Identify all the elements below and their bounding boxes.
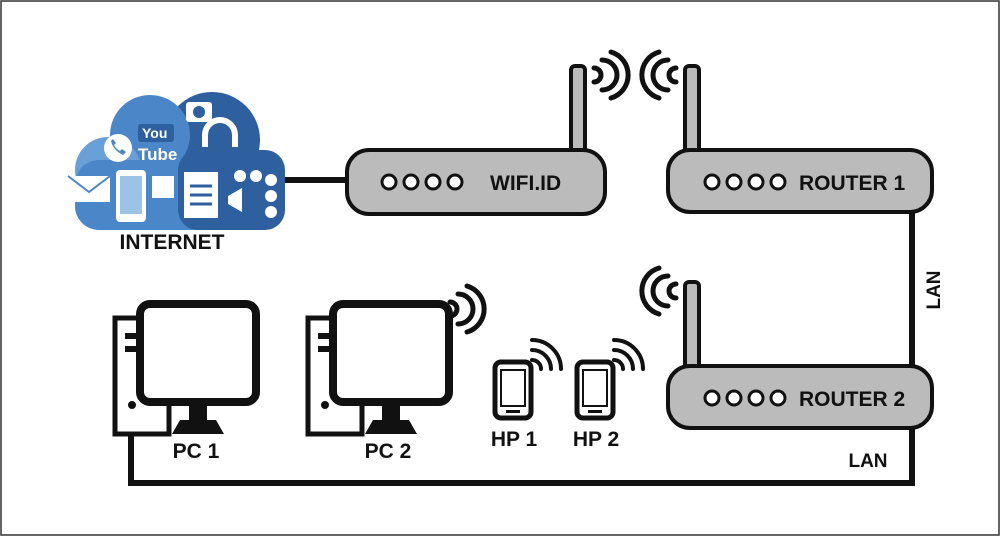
wifi-id-label: WIFI.ID [490,172,561,195]
wifi-signal-icon [530,338,563,371]
monitor [136,300,260,406]
pc-2-label: PC 2 [365,440,412,463]
hp-2: HP 2 [573,338,645,451]
router-body [666,148,934,214]
cloud-icons: You Tube [67,102,277,222]
router-1-label: ROUTER 1 [799,172,906,195]
wifi-signal-icon [639,49,679,101]
google-plus-icon [265,174,277,186]
wifi-signal-icon [639,265,679,317]
twitter-icon [234,170,246,182]
wifi-signal-icon [591,49,631,101]
pc-1-label: PC 1 [173,440,220,463]
pc-1: PC 1 [112,300,260,463]
internet-label: INTERNET [120,231,225,254]
status-leds [703,173,787,191]
youtube-icon [138,124,174,142]
router-body [666,364,934,430]
calendar-icon [152,176,174,198]
router-2: ROUTER 2 [639,265,934,430]
connections [128,177,915,486]
router-1: ROUTER 1 [639,49,934,214]
megaphone-icon [228,188,242,212]
monitor [329,300,453,406]
router-2-label: ROUTER 2 [799,388,905,411]
wifi-signal-icon [447,283,487,335]
router-body [345,148,607,216]
router-wifi-id: WIFI.ID [345,49,631,216]
hp-1: HP 1 [491,338,563,451]
monitor-stand [172,420,224,434]
wifi-signal-icon [612,338,645,371]
svg-text:Tube: Tube [138,145,177,164]
linkedin-icon [250,170,262,182]
pinterest-icon [265,190,277,202]
hp-2-label: HP 2 [573,428,619,451]
internet-cloud: You Tube INTERNET [67,92,285,254]
phone-icon [104,134,132,162]
monitor-stand [365,420,417,434]
status-leds [703,389,787,407]
hp-1-label: HP 1 [491,428,538,451]
pc-2: PC 2 [305,283,487,463]
headphones-icon [202,117,238,147]
status-leds [380,173,464,191]
svg-text:You: You [142,125,167,141]
facebook-icon [265,206,277,218]
lan-label-vertical: LAN [924,270,945,309]
router2-to-pc1-link [128,424,915,486]
lan-label-horizontal: LAN [848,451,887,472]
